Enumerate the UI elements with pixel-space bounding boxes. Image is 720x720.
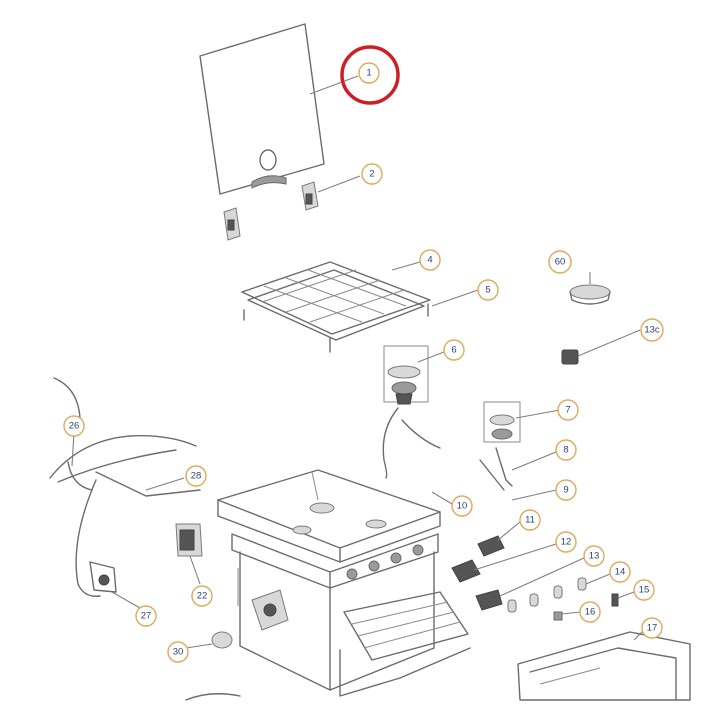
part-oven-body — [231, 533, 439, 691]
callout-26[interactable]: 26 — [63, 415, 85, 437]
callout-label: 8 — [563, 445, 568, 456]
callout-12[interactable]: 12 — [555, 531, 577, 553]
callout-label: 14 — [615, 567, 626, 578]
part-burner-large — [383, 345, 429, 405]
callout-label: 11 — [525, 515, 535, 526]
callout-1[interactable]: 1 — [358, 62, 380, 84]
callout-2[interactable]: 2 — [361, 163, 383, 185]
part-burner-small — [483, 401, 521, 443]
callout-label: 2 — [369, 169, 374, 180]
callout-27[interactable]: 27 — [135, 605, 157, 627]
callout-label: 12 — [561, 537, 572, 548]
callout-4[interactable]: 4 — [419, 249, 441, 271]
callout-label: 4 — [427, 255, 432, 266]
callout-label: 30 — [173, 647, 184, 658]
part-clip — [561, 349, 579, 365]
callout-label: 13c — [644, 325, 660, 336]
part-knob-cap — [211, 631, 233, 649]
callout-13[interactable]: 13 — [583, 545, 605, 567]
callout-label: 6 — [451, 345, 456, 356]
part-bottom-edge — [185, 693, 241, 701]
part-left-assembly — [49, 377, 203, 597]
callout-label: 22 — [197, 591, 208, 602]
callout-6[interactable]: 6 — [443, 339, 465, 361]
callout-label: 15 — [639, 585, 650, 596]
part-burner-cap — [569, 284, 611, 305]
part-oven-door — [517, 631, 691, 701]
callout-label: 13 — [589, 551, 600, 562]
part-oven-shelf — [339, 591, 471, 697]
callout-11[interactable]: 11 — [519, 509, 541, 531]
part-hob-top — [217, 469, 441, 563]
callout-13c[interactable]: 13c — [640, 318, 664, 342]
callout-label: 7 — [565, 405, 570, 416]
callout-label: 9 — [563, 485, 568, 496]
callout-label: 27 — [141, 611, 152, 622]
callout-10[interactable]: 10 — [451, 495, 473, 517]
callout-7[interactable]: 7 — [557, 399, 579, 421]
callout-28[interactable]: 28 — [185, 465, 207, 487]
callout-label: 16 — [585, 607, 596, 618]
callout-label: 1 — [366, 68, 371, 79]
callout-16[interactable]: 16 — [579, 601, 601, 623]
callout-22[interactable]: 22 — [191, 585, 213, 607]
callout-label: 28 — [191, 471, 202, 482]
callout-label: 10 — [457, 501, 468, 512]
callout-60[interactable]: 60 — [548, 250, 572, 274]
callout-17[interactable]: 17 — [641, 617, 663, 639]
callout-9[interactable]: 9 — [555, 479, 577, 501]
callout-label: 60 — [555, 257, 566, 268]
callout-15[interactable]: 15 — [633, 579, 655, 601]
callout-label: 26 — [69, 421, 80, 432]
part-valves-knobs — [451, 535, 619, 621]
part-pan-support — [241, 261, 431, 353]
callout-label: 5 — [485, 285, 490, 296]
callout-30[interactable]: 30 — [167, 641, 189, 663]
highlight-ring — [340, 45, 400, 105]
callout-14[interactable]: 14 — [609, 561, 631, 583]
part-lid-hinges — [223, 181, 319, 241]
callout-5[interactable]: 5 — [477, 279, 499, 301]
callout-label: 17 — [647, 623, 658, 634]
callout-8[interactable]: 8 — [555, 439, 577, 461]
part-lid — [199, 23, 325, 195]
part-gas-pipes — [382, 407, 513, 491]
leader-lines — [71, 75, 645, 649]
